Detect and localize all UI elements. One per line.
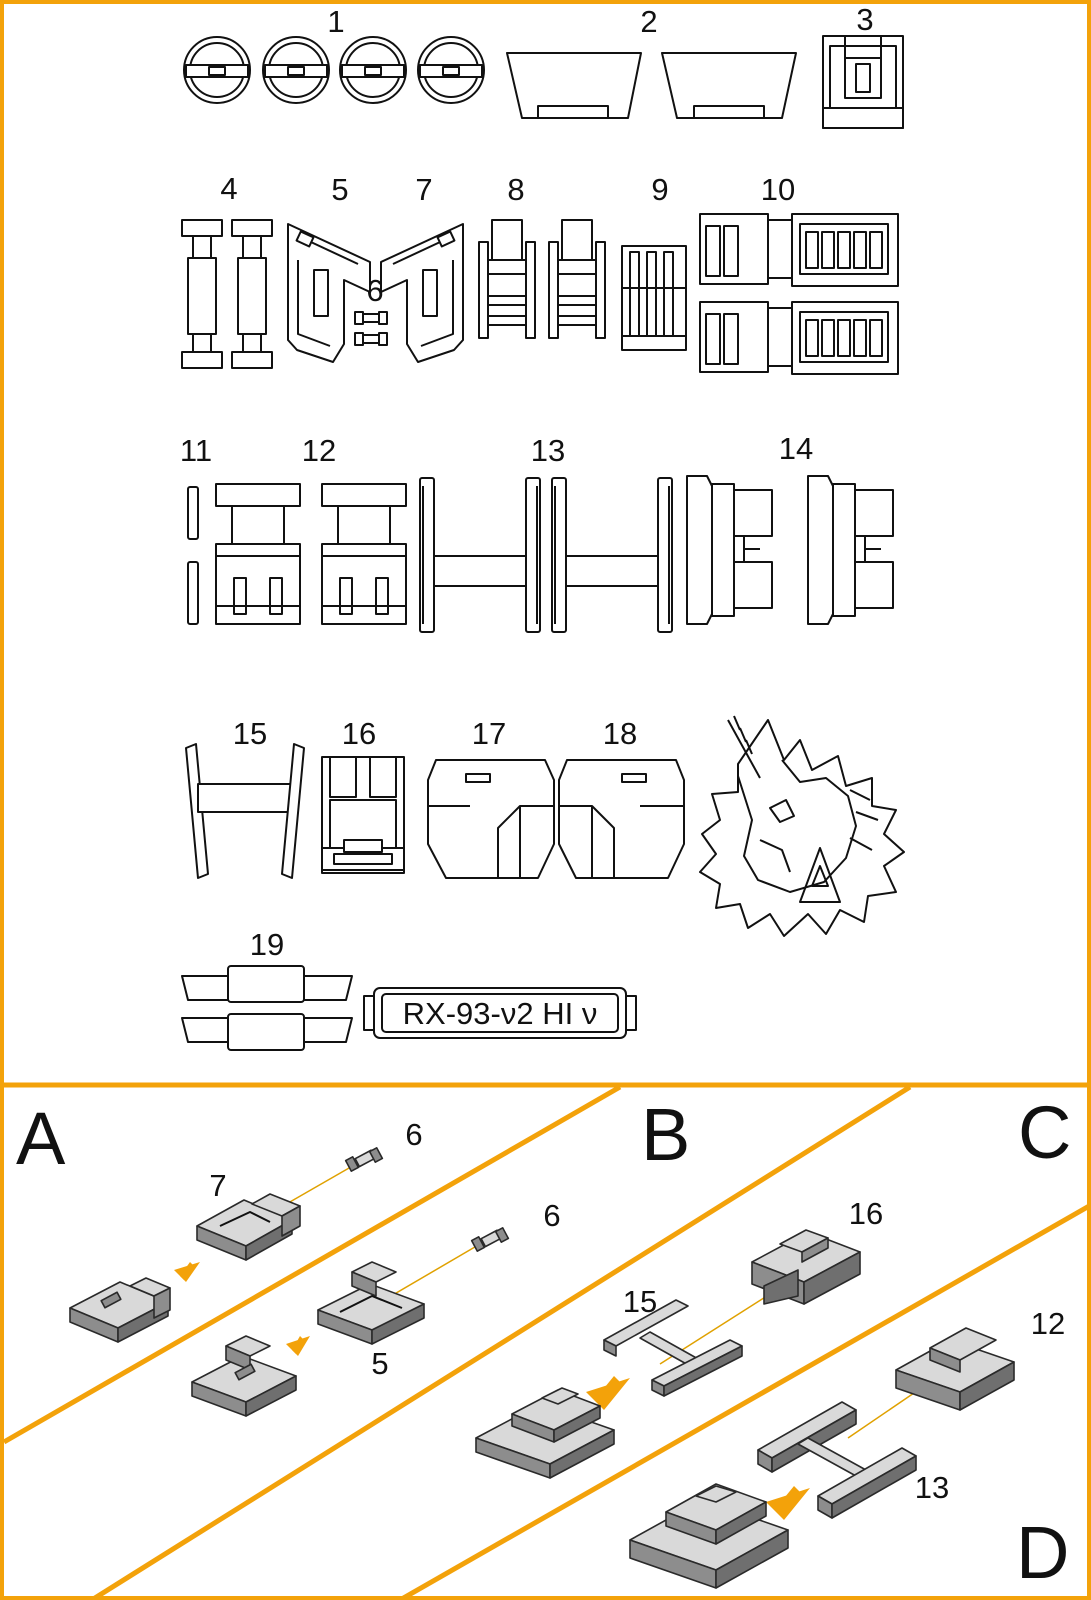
- frame-piece: [478, 219, 536, 339]
- part-number: 15: [233, 716, 267, 751]
- part-label: 12: [1031, 1306, 1065, 1341]
- step-letter: B: [641, 1093, 690, 1176]
- unicorn-emblem: [699, 715, 905, 937]
- pin: [354, 332, 388, 346]
- part-number: 14: [779, 431, 813, 466]
- part-number: 5: [331, 172, 348, 207]
- step-letter: D: [1016, 1511, 1069, 1594]
- part-14-blocks: [686, 475, 894, 625]
- spool: [181, 219, 223, 369]
- part-10-track-units: [699, 213, 899, 375]
- h-bracket: [215, 483, 301, 625]
- part-label: 16: [849, 1196, 883, 1231]
- step-b: B 6 5: [191, 1093, 690, 1417]
- part-12-3d: [895, 1327, 1015, 1411]
- part-number: 13: [531, 433, 565, 468]
- nameplate-text: RX-93-ν2 HI ν: [403, 996, 598, 1031]
- assembly-12-13: [629, 1483, 789, 1589]
- step-letter: C: [1018, 1091, 1071, 1174]
- part-18-shield: [558, 759, 685, 879]
- part-9-comb: [621, 245, 687, 351]
- part-6-pins: [354, 311, 388, 346]
- part-number: 19: [250, 927, 284, 962]
- part-number: 18: [603, 716, 637, 751]
- part-label: 6: [405, 1117, 422, 1152]
- part-label: 6: [543, 1198, 560, 1233]
- part-number: 16: [342, 716, 376, 751]
- h-bracket: [321, 483, 407, 625]
- part-number: 9: [651, 172, 668, 207]
- part-4-spools: [181, 219, 273, 369]
- h-axle: [419, 477, 541, 633]
- assembly-5-6: [191, 1335, 297, 1417]
- round-cap: [183, 36, 251, 104]
- part-label: 7: [209, 1168, 226, 1203]
- part-number: 2: [640, 4, 657, 39]
- track-unit: [699, 213, 899, 287]
- assembly-section: A 6 7: [4, 1087, 1087, 1596]
- assembly-15-16: [475, 1387, 615, 1479]
- part-12-brackets: [215, 483, 407, 625]
- part-number: 11: [180, 433, 212, 468]
- part-number: 10: [761, 172, 795, 207]
- part-number: 12: [302, 433, 336, 468]
- wing-plate: [181, 965, 353, 1003]
- part-number: 17: [472, 716, 506, 751]
- part-15-h-frame: [185, 743, 305, 879]
- part-number: 4: [220, 171, 237, 206]
- part-number: 3: [856, 2, 873, 37]
- part-19-plates: RX-93-ν2 HI ν: [181, 965, 637, 1051]
- part-8-frames: [478, 219, 606, 339]
- part-15-3d: [603, 1299, 743, 1397]
- part-number: 1: [327, 4, 344, 39]
- part-number: 8: [507, 172, 524, 207]
- round-cap: [262, 36, 330, 104]
- part-13-axles: [419, 477, 673, 633]
- h-axle: [551, 477, 673, 633]
- spool: [231, 219, 273, 369]
- part-7-side-panel: [380, 223, 464, 363]
- part-16-clip-block: [321, 756, 405, 874]
- part-16-3d: [751, 1229, 861, 1305]
- pin-6-b: [470, 1227, 510, 1252]
- round-cap: [339, 36, 407, 104]
- part-number-labels: 1 2 3 4 5 7 8 9 10 6 11 12 13 14 15 16 1…: [180, 2, 874, 962]
- nameplate: RX-93-ν2 HI ν: [363, 987, 637, 1039]
- part-3-bracket: [822, 35, 904, 129]
- step-a: A 6 7: [16, 1097, 423, 1343]
- wing-plate: [181, 1013, 353, 1051]
- part-5-3d: [317, 1261, 425, 1345]
- pin-6-a: [344, 1147, 384, 1172]
- part-label: 5: [371, 1346, 388, 1381]
- step-d: D 12 13: [629, 1306, 1069, 1594]
- trapezoid-plate: [506, 52, 642, 119]
- part-2-trapezoid-plates: [506, 52, 797, 119]
- step-c: C 16 15: [475, 1091, 1071, 1479]
- part-1-round-caps: [183, 36, 485, 104]
- part-number: 7: [415, 172, 432, 207]
- step-letter: A: [16, 1097, 66, 1180]
- assembly-7-6: [69, 1277, 171, 1343]
- part-13-3d: [757, 1401, 917, 1519]
- track-unit: [699, 301, 899, 375]
- e-block: [807, 475, 894, 625]
- pin: [354, 311, 388, 325]
- frame-piece: [548, 219, 606, 339]
- e-block: [686, 475, 773, 625]
- part-label: 15: [623, 1284, 657, 1319]
- part-11-strips: [187, 486, 199, 625]
- round-cap: [417, 36, 485, 104]
- part-label: 13: [915, 1470, 949, 1505]
- part-17-shield: [427, 759, 555, 879]
- trapezoid-plate: [661, 52, 797, 119]
- part-5-side-panel: [287, 223, 371, 363]
- part-7-3d: [196, 1193, 301, 1261]
